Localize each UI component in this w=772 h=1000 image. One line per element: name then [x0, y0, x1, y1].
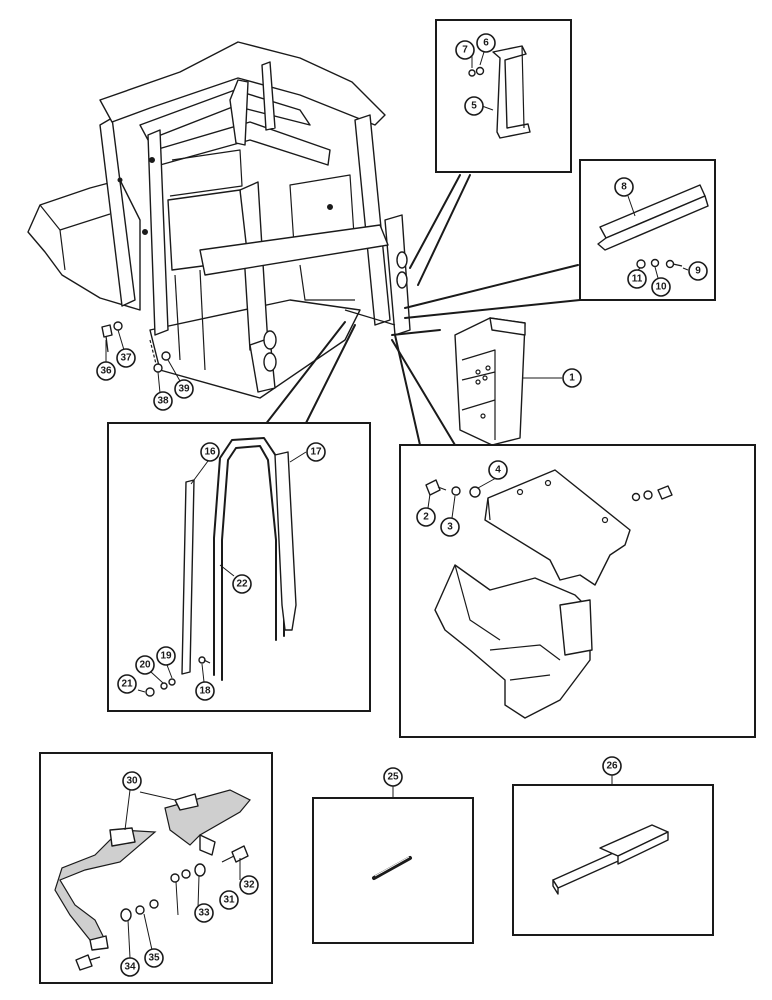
svg-text:11: 11 [632, 274, 643, 285]
strip-17 [274, 451, 297, 631]
callout-32: 32 [239, 875, 259, 895]
callout-8: 8 [614, 177, 634, 197]
callout-37: 37 [116, 348, 136, 368]
svg-text:31: 31 [223, 895, 235, 906]
washer-10 [650, 258, 660, 268]
svg-text:7: 7 [462, 45, 468, 56]
callout-26: 26 [602, 756, 622, 776]
svg-text:38: 38 [157, 396, 169, 407]
washer-20 [160, 682, 168, 690]
tool-box-1 [454, 317, 562, 446]
lockwasher-3 [451, 486, 461, 496]
callout-11: 11 [627, 269, 647, 289]
svg-text:35: 35 [148, 953, 160, 964]
callout-36: 36 [96, 361, 116, 381]
callout-21: 21 [117, 674, 137, 694]
svg-text:9: 9 [695, 266, 701, 277]
screw-7 [468, 69, 476, 77]
svg-text:17: 17 [310, 447, 322, 458]
svg-text:37: 37 [120, 353, 132, 364]
svg-text:26: 26 [606, 761, 618, 772]
callout-6: 6 [476, 33, 496, 53]
callout-leaders [105, 51, 689, 959]
svg-text:22: 22 [236, 579, 248, 590]
bracket-8 [597, 184, 709, 251]
svg-text:25: 25 [387, 772, 399, 783]
pin-25 [372, 856, 412, 880]
callout-34: 34 [120, 957, 140, 977]
callout-9: 9 [688, 261, 708, 281]
screw-9 [665, 259, 683, 269]
svg-text:39: 39 [178, 384, 190, 395]
svg-text:2: 2 [423, 512, 429, 523]
washer-19 [168, 678, 176, 686]
svg-text:10: 10 [655, 282, 667, 293]
bolt-36-hardware [101, 324, 113, 353]
callout-10: 10 [651, 277, 671, 297]
callout-7: 7 [455, 40, 475, 60]
svg-text:20: 20 [139, 660, 151, 671]
callout-33: 33 [194, 903, 214, 923]
strip-16 [181, 479, 195, 675]
svg-text:32: 32 [243, 880, 255, 891]
callout-20: 20 [135, 655, 155, 675]
washer-37-hardware [113, 321, 123, 331]
svg-text:6: 6 [483, 38, 489, 49]
callout-1: 1 [562, 368, 582, 388]
callout-31: 31 [219, 890, 239, 910]
callout-5: 5 [464, 96, 484, 116]
callout-2: 2 [416, 507, 436, 527]
washer-6 [475, 66, 485, 76]
callout-39: 39 [174, 379, 194, 399]
seat-belt-30 [54, 789, 251, 951]
screw-18 [198, 656, 211, 664]
svg-text:36: 36 [100, 366, 112, 377]
svg-text:3: 3 [447, 522, 453, 533]
callout-17: 17 [306, 442, 326, 462]
callout-30: 30 [122, 771, 142, 791]
nut-39-hardware [161, 351, 171, 361]
callout-16: 16 [200, 442, 220, 462]
callout-19: 19 [156, 646, 176, 666]
svg-text:1: 1 [569, 373, 575, 384]
pads-26 [552, 824, 669, 895]
nut-4 [469, 486, 481, 498]
svg-text:4: 4 [495, 465, 501, 476]
callout-38: 38 [153, 391, 173, 411]
svg-text:16: 16 [204, 447, 216, 458]
leader-lines [264, 174, 581, 446]
svg-text:18: 18 [199, 686, 211, 697]
callout-35: 35 [144, 948, 164, 968]
callout-22: 22 [232, 574, 252, 594]
handle-5 [492, 45, 531, 139]
svg-text:5: 5 [471, 101, 477, 112]
bracket-plate [484, 469, 631, 586]
callout-18: 18 [195, 681, 215, 701]
cab-frame [27, 41, 411, 399]
svg-text:33: 33 [198, 908, 210, 919]
svg-text:19: 19 [160, 651, 172, 662]
bolt-2 [425, 479, 447, 496]
belt-hardware [75, 845, 249, 971]
seat-mount [434, 564, 593, 719]
hardware-right [631, 485, 673, 502]
svg-text:30: 30 [126, 776, 138, 787]
svg-text:21: 21 [121, 679, 133, 690]
washer-11 [636, 259, 646, 269]
nut-21 [145, 687, 155, 697]
callout-25: 25 [383, 767, 403, 787]
callout-3: 3 [440, 517, 460, 537]
callout-4: 4 [488, 460, 508, 480]
detail-box-pin [312, 797, 474, 944]
svg-text:34: 34 [124, 962, 136, 973]
svg-text:8: 8 [621, 182, 627, 193]
